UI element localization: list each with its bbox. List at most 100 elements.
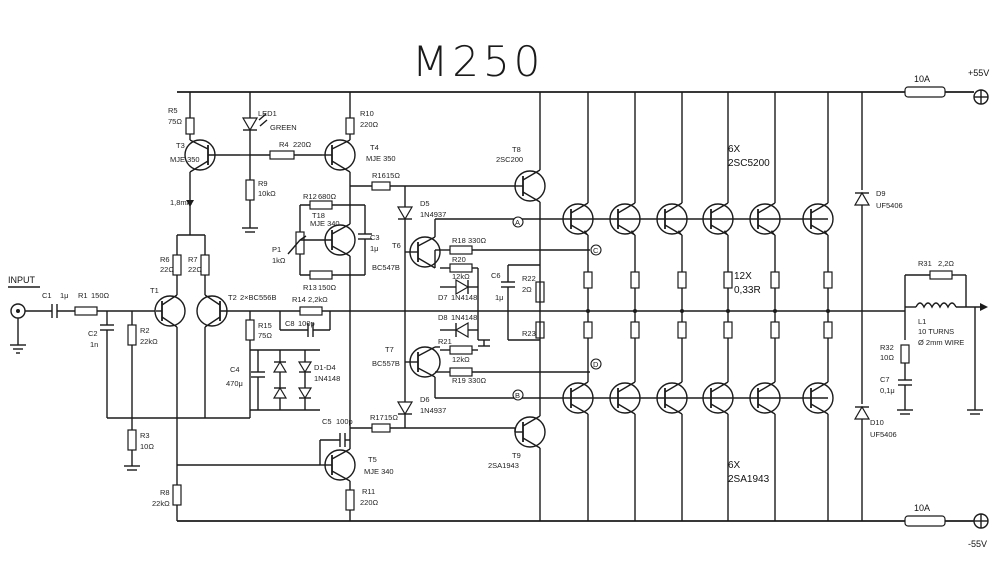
capacitor-c4: C4 470μ — [226, 350, 265, 410]
t4-label: T4 — [370, 143, 379, 152]
r1-label: R1 — [78, 291, 88, 300]
transistor-t4: T4 MJE 350 — [322, 139, 396, 173]
resistor-r15: R15 75Ω — [245, 311, 272, 341]
d10-part: UF5406 — [870, 430, 897, 439]
t18-label: T18 — [312, 211, 325, 220]
transistor-t1: T1 — [150, 286, 186, 328]
resistor-r7: R7 22Ω — [188, 254, 210, 276]
emitter-resistor-bottom-2 — [630, 321, 640, 339]
r16-label: R16 — [372, 171, 386, 180]
pnp-part: 2SA1943 — [728, 474, 770, 485]
transistor-t5: T5 MJE 340 — [320, 448, 394, 482]
c5-label: C5 — [322, 417, 332, 426]
diodes-d1-d4: D1-D4 1N4148 — [272, 350, 340, 410]
r1-value: 150Ω — [91, 291, 110, 300]
node-d: D — [590, 358, 602, 370]
r9-value: 10kΩ — [258, 189, 276, 198]
d5-part: 1N4937 — [420, 210, 446, 219]
diode-d8: D8 1N4148 — [438, 313, 478, 339]
capacitor-c5: C5 100p — [320, 417, 353, 447]
positive-terminal: +55V — [968, 68, 989, 105]
resistor-r32: R32 10Ω — [880, 343, 910, 364]
r7-value: 22Ω — [188, 265, 202, 274]
negative-terminal: -55V — [968, 513, 989, 549]
emitter-resistor-bottom-6 — [823, 321, 833, 339]
negative-supply-label: -55V — [968, 539, 987, 549]
c7-value: 0,1μ — [880, 386, 895, 395]
output-terminal — [967, 303, 988, 415]
emitter-resistor-top-6 — [823, 271, 833, 289]
t3-part: MJE 350 — [170, 155, 200, 164]
r14-value: 2,2kΩ — [308, 295, 328, 304]
t18-part: MJE 340 — [310, 219, 340, 228]
svg-text:C: C — [593, 246, 599, 255]
c1-value: 1μ — [60, 291, 69, 300]
c8-label: C8 — [285, 319, 295, 328]
emitter-resistor-top-5 — [770, 271, 780, 289]
r5-label: R5 — [168, 106, 178, 115]
c3-value: 1μ — [370, 244, 379, 253]
capacitor-c7: C7 0,1μ — [880, 375, 913, 415]
capacitor-c6: C6 1μ — [491, 265, 515, 340]
node-c: C — [590, 244, 602, 256]
r18-label: R18 — [452, 236, 466, 245]
capacitor-c2: C2 1n — [88, 311, 114, 418]
resistor-r1: R1 150Ω — [74, 291, 156, 316]
d8-label: D8 — [438, 313, 448, 322]
t9-part: 2SA1943 — [488, 461, 519, 470]
t4-part: MJE 350 — [366, 154, 396, 163]
diode-d7: D7 1N4148 — [438, 278, 478, 302]
c4-value: 470μ — [226, 379, 243, 388]
c6-label: C6 — [491, 271, 501, 280]
r31-value: 2,2Ω — [938, 259, 954, 268]
r4-label: R4 — [279, 140, 289, 149]
emitter-resistor-top-4 — [723, 271, 733, 289]
r9-label: R9 — [258, 179, 268, 188]
resistor-r16: R16 15Ω — [371, 171, 400, 191]
r12-value: 680Ω — [318, 192, 337, 201]
fuse-positive-label: 10A — [914, 74, 930, 84]
emitter-resistor-bottom-1 — [583, 321, 593, 339]
d6-label: D6 — [420, 395, 430, 404]
c7-label: C7 — [880, 375, 890, 384]
resistor-r17: R17 15Ω — [350, 413, 516, 433]
emitter-count: 12X — [734, 271, 752, 282]
t8-label: T8 — [512, 145, 521, 154]
r3-value: 10Ω — [140, 442, 154, 451]
d7-part: 1N4148 — [451, 293, 477, 302]
r16-value: 15Ω — [386, 171, 400, 180]
r10-label: R10 — [360, 109, 374, 118]
r8-value: 22kΩ — [152, 499, 170, 508]
resistor-r8: R8 22kΩ — [152, 465, 182, 521]
resistor-r21: R21 12kΩ — [438, 337, 478, 364]
t3-label: T3 — [176, 141, 185, 150]
emitter-resistor-top-2 — [630, 271, 640, 289]
r17-label: R17 — [370, 413, 384, 422]
npn-part: 2SC5200 — [728, 158, 770, 169]
fuse-positive: 10A — [904, 74, 946, 98]
node-b: B — [512, 389, 524, 401]
d1d4-part: 1N4148 — [314, 374, 340, 383]
diode-d6: D6 1N4937 — [396, 395, 446, 428]
r12-label: R12 — [303, 192, 317, 201]
r23-label: R23 — [522, 329, 536, 338]
t7-part: BC557B — [372, 359, 400, 368]
resistor-r4: R4 220Ω — [250, 140, 322, 160]
p1-label: P1 — [272, 245, 281, 254]
c2-label: C2 — [88, 329, 98, 338]
r8-label: R8 — [160, 488, 170, 497]
r6-value: 22Ω — [160, 265, 174, 274]
pnp-count: 6X — [728, 460, 741, 471]
resistor-r6: R6 22Ω — [160, 254, 182, 276]
resistor-r3: R3 10Ω — [124, 429, 154, 471]
input-label: INPUT — [8, 275, 36, 285]
resistor-r11: R11 220Ω — [345, 487, 379, 511]
t5-label: T5 — [368, 455, 377, 464]
r31-label: R31 — [918, 259, 932, 268]
emitter-resistor-bottom-4 — [723, 321, 733, 339]
npn-count: 6X — [728, 144, 741, 155]
c4-label: C4 — [230, 365, 240, 374]
transistor-t9: T9 2SA1943 — [488, 415, 546, 470]
r20-value: 12kΩ — [452, 272, 470, 281]
